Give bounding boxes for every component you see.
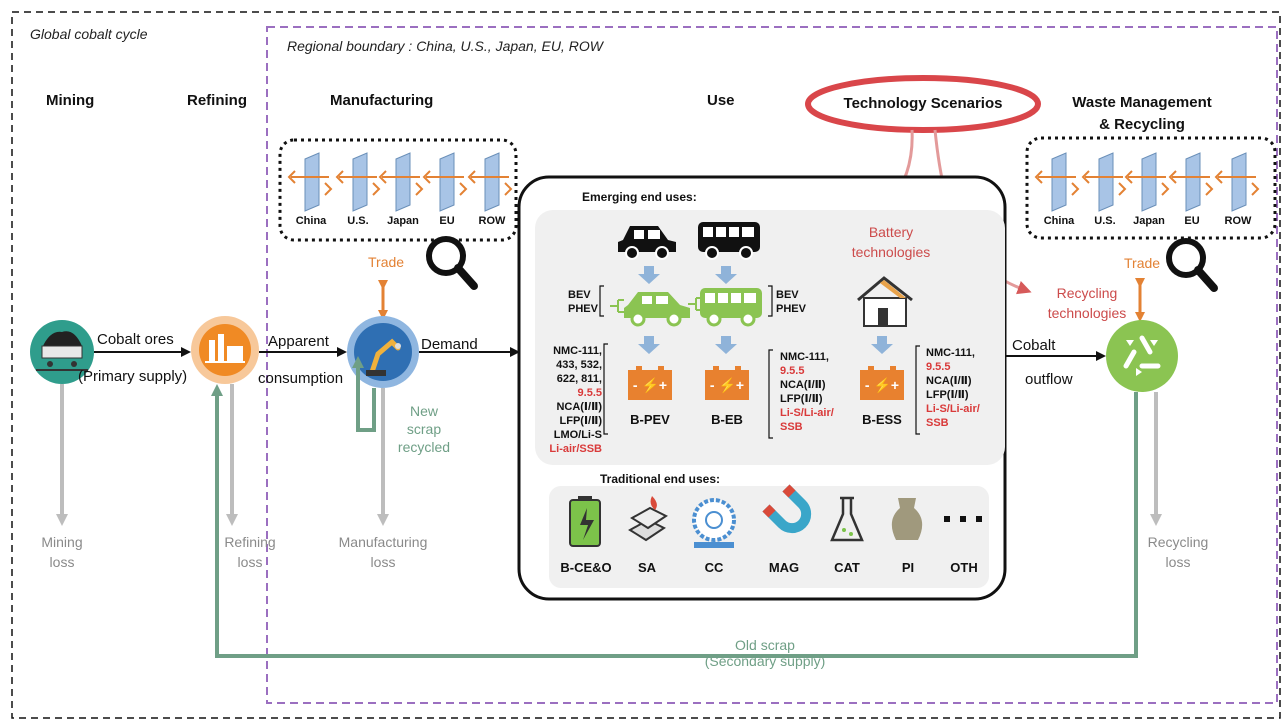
region-label: EU: [439, 215, 455, 227]
consumer-battery-icon: [569, 496, 601, 547]
region-label: China: [1043, 215, 1075, 227]
svg-text:- ⚡+: - ⚡+: [865, 377, 899, 394]
chemistry-list-pev: NMC-111, 433, 532, 622, 811, 9.5.5 NCA(Ⅰ…: [549, 345, 602, 455]
flow-consumption: consumption: [258, 370, 344, 387]
manufacturing-robot-icon: [347, 316, 419, 388]
flow-old-scrap: Old scrap(Secondary supply): [704, 637, 826, 669]
flow-cobalt: Cobalt: [1012, 337, 1056, 354]
end-use-cat: CAT: [834, 560, 860, 575]
battery-icon: - ⚡+: [705, 366, 749, 400]
magnifier-icon: [1166, 238, 1218, 292]
battery-icon: - ⚡+: [628, 366, 672, 400]
cemented-carbide-icon: [692, 498, 736, 548]
end-use-sa: SA: [637, 560, 657, 575]
house-solar-icon: [857, 276, 913, 327]
region-label: China: [295, 215, 327, 227]
end-use-b-eb: B-EB: [711, 412, 743, 427]
electric-bus-icon: [688, 288, 762, 327]
chemistry-list-eb: NMC-111, 9.5.5 NCA(Ⅰ/Ⅱ) LFP(Ⅰ/Ⅱ) Li-S/Li…: [780, 351, 834, 433]
trade-label: Trade: [368, 254, 405, 270]
region-label: ROW: [478, 215, 506, 227]
end-use-oth: OTH: [950, 560, 978, 575]
end-use-cc: CC: [704, 560, 724, 575]
bus-icon: [698, 222, 760, 260]
region-label: U.S.: [347, 215, 369, 227]
stage-manufacturing: Manufacturing: [330, 92, 434, 109]
technology-scenarios-label: Technology Scenarios: [843, 95, 1003, 112]
flow-apparent: Apparent: [268, 333, 329, 350]
traditional-end-uses-title: Traditional end uses:: [600, 472, 721, 486]
end-use-b-pev: B-PEV: [630, 412, 670, 427]
emerging-end-uses-title: Emerging end uses:: [582, 190, 697, 204]
end-use-mag: MAG: [768, 560, 800, 575]
technology-scenarios-ellipse: [805, 75, 1041, 133]
chemistry-list-ess: NMC-111, 9.5.5 NCA(Ⅰ/Ⅱ) LFP(Ⅰ/Ⅱ) Li-S/Li…: [926, 347, 980, 429]
magnifier-icon: [426, 236, 478, 290]
region-label: U.S.: [1094, 215, 1116, 227]
electric-car-icon: [610, 292, 690, 327]
region-label: Japan: [1133, 215, 1165, 227]
region-label: EU: [1184, 215, 1200, 227]
car-icon: [618, 226, 676, 260]
superalloy-icon: [628, 496, 668, 542]
magnet-icon: [762, 484, 812, 534]
region-panes-manufacturing: [287, 152, 513, 212]
region-panes-recycling: [1034, 152, 1260, 212]
global-boundary: [11, 11, 1281, 719]
svg-text:- ⚡+: - ⚡+: [710, 377, 744, 394]
svg-text:- ⚡+: - ⚡+: [633, 377, 667, 394]
trade-label: Trade: [1124, 255, 1161, 271]
stage-refining: Refining: [187, 92, 247, 109]
end-use-b-ceo: B-CE&O: [560, 560, 612, 575]
recycling-icon: [1106, 320, 1178, 392]
mining-icon: [30, 320, 94, 384]
region-label: Japan: [387, 215, 419, 227]
stage-use: Use: [707, 92, 735, 109]
region-label: ROW: [1224, 215, 1252, 227]
pigment-vase-icon: [891, 498, 923, 540]
regional-boundary-label: Regional boundary : China, U.S., Japan, …: [287, 38, 603, 54]
end-use-pi: PI: [901, 560, 915, 575]
catalyst-flask-icon: [830, 496, 864, 542]
flow-demand: Demand: [421, 336, 478, 353]
ellipsis-icon: [944, 516, 982, 522]
flow-outflow: outflow: [1025, 371, 1073, 388]
end-use-b-ess: B-ESS: [862, 412, 902, 427]
flow-primary-supply: (Primary supply): [78, 368, 188, 385]
battery-icon: - ⚡+: [860, 366, 904, 400]
flow-cobalt-ores: Cobalt ores: [97, 331, 174, 348]
refinery-icon: [191, 316, 259, 384]
stage-mining: Mining: [46, 92, 95, 109]
regional-boundary: [266, 26, 1278, 704]
global-cycle-label: Global cobalt cycle: [30, 26, 148, 42]
stage-waste-recycling: Waste Management& Recycling: [1072, 94, 1212, 133]
